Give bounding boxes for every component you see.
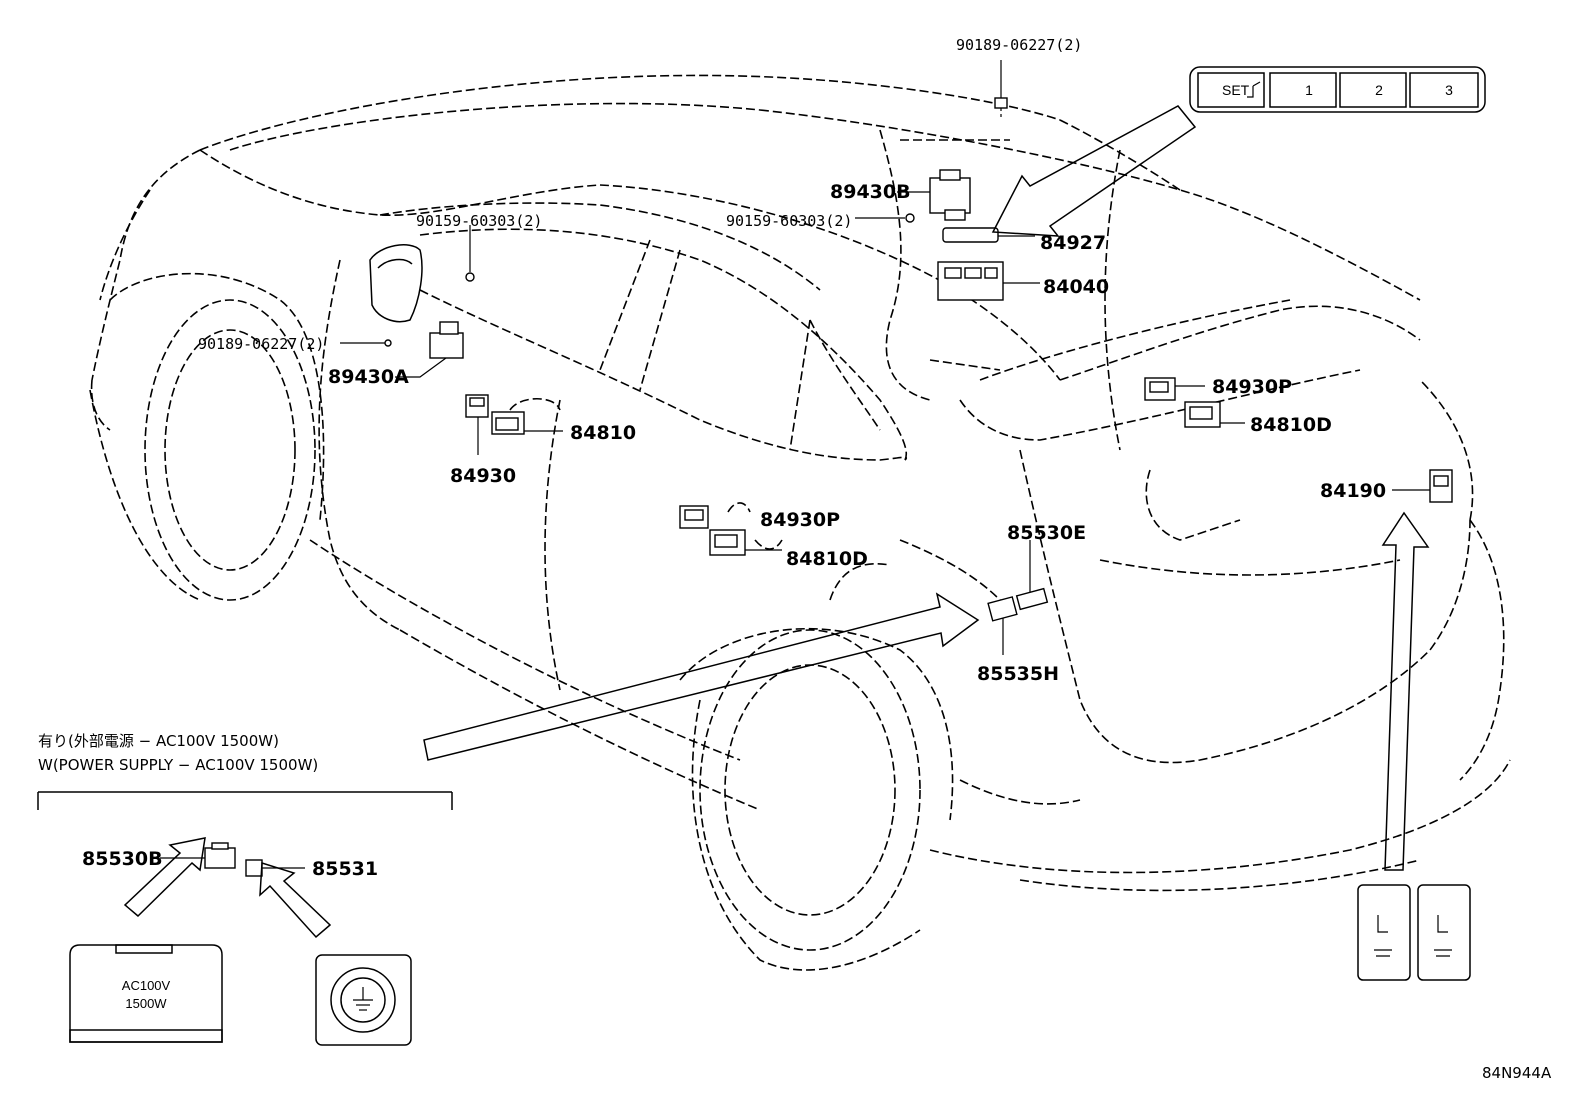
outlet-label-power: 1500W xyxy=(125,996,167,1011)
label-89430b: 89430B xyxy=(830,181,911,203)
label-bolt-left: 90189-06227(2) xyxy=(198,335,324,353)
socket-85531 xyxy=(245,859,263,877)
label-84810d-mid: 84810D xyxy=(786,548,868,570)
memory-key-2 xyxy=(1339,72,1407,108)
memory-key-1 xyxy=(1269,72,1337,108)
switch-84190 xyxy=(1429,469,1453,503)
power-note-en: W(POWER SUPPLY − AC100V 1500W) xyxy=(38,756,318,774)
label-84930p-rear: 84930P xyxy=(1212,376,1292,398)
label-85530b: 85530B xyxy=(82,848,163,870)
label-89430a: 89430A xyxy=(328,366,409,388)
label-bolt-top: 90189-06227(2) xyxy=(956,36,1082,54)
label-84930: 84930 xyxy=(450,465,516,487)
power-outlet-icon: AC100V 1500W xyxy=(69,944,223,1043)
memory-key-3 xyxy=(1409,72,1479,108)
parts xyxy=(160,60,1453,877)
switch-84930 xyxy=(465,394,489,418)
seat-heater-panels xyxy=(1357,884,1471,981)
memory-key-1-label: 1 xyxy=(1305,82,1313,98)
label-84930p-mid: 84930P xyxy=(760,509,840,531)
label-84810d-rear: 84810D xyxy=(1250,414,1332,436)
outlet-label-voltage: AC100V xyxy=(122,978,171,993)
label-84190: 84190 xyxy=(1320,480,1386,502)
ground-symbol-icon xyxy=(315,954,412,1046)
diagram-code: 84N944A xyxy=(1482,1064,1552,1082)
switch-84810 xyxy=(491,411,525,435)
switch-89430a xyxy=(429,321,464,359)
label-84810: 84810 xyxy=(570,422,636,444)
label-85535h: 85535H xyxy=(977,663,1059,685)
socket-85535h xyxy=(987,596,1018,622)
label-85530e: 85530E xyxy=(1007,522,1086,544)
memory-set-key xyxy=(1197,72,1265,108)
part-84927 xyxy=(942,227,999,243)
connector-85530b xyxy=(204,842,236,869)
seat-heater-icon xyxy=(1374,915,1452,957)
power-supply-inset: 有り(外部電源 − AC100V 1500W) W(POWER SUPPLY −… xyxy=(37,732,453,1046)
label-85531: 85531 xyxy=(312,858,378,880)
switch-84810d-rear xyxy=(1184,401,1221,428)
label-84040: 84040 xyxy=(1043,276,1109,298)
pointer-arrows xyxy=(123,105,1430,939)
switch-84810d-mid xyxy=(709,529,746,556)
label-84927: 84927 xyxy=(1040,232,1106,254)
seat-icon xyxy=(1247,81,1261,98)
memory-switch-panel: SET 1 2 3 xyxy=(1189,66,1486,113)
memory-key-3-label: 3 xyxy=(1445,82,1453,98)
memory-set-label: SET xyxy=(1222,82,1250,98)
switch-89430b xyxy=(929,169,971,221)
bolt-top xyxy=(994,97,1008,109)
memory-key-2-label: 2 xyxy=(1375,82,1383,98)
switch-84930p-rear xyxy=(1144,377,1176,401)
part-labels: 90189-06227(2) 89430B 90159-60303(2) 849… xyxy=(82,36,1552,1082)
switch-84930p-mid xyxy=(679,505,709,529)
power-note-jp: 有り(外部電源 − AC100V 1500W) xyxy=(38,732,279,750)
connector-85530e xyxy=(1015,587,1049,611)
part-84040 xyxy=(937,261,1004,301)
label-screw-left: 90159-60303(2) xyxy=(416,212,542,230)
label-screw-right: 90159-60303(2) xyxy=(726,212,852,230)
